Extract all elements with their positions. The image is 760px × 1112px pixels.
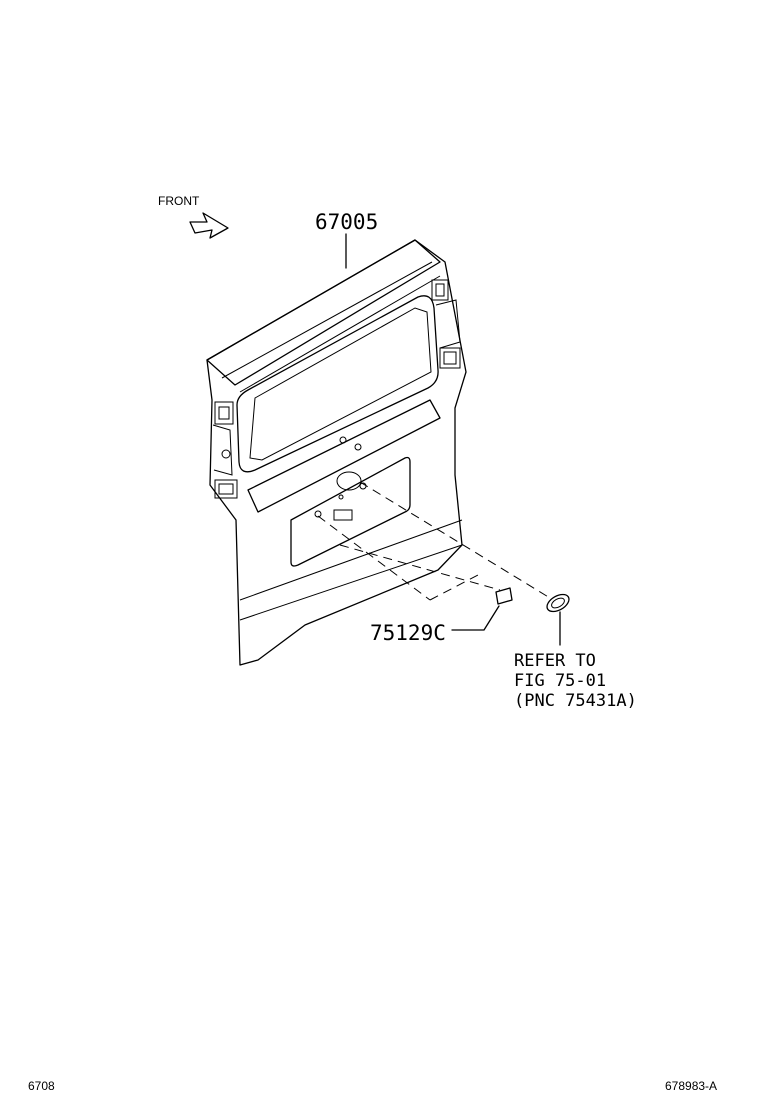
leader-lines <box>317 481 551 601</box>
panel-callout: 67005 <box>315 210 378 269</box>
back-door-panel <box>206 239 467 666</box>
reference-line-3: (PNC 75431A) <box>514 691 637 711</box>
emblem-icon <box>546 593 570 613</box>
clip-icon <box>495 587 513 605</box>
reference-line-2: FIG 75-01 <box>514 671 606 691</box>
page-code: 6708 <box>28 1079 55 1093</box>
front-label: FRONT <box>158 194 200 208</box>
handle-recess <box>247 399 441 513</box>
panel-outline <box>206 239 467 666</box>
emblem-part <box>546 593 570 646</box>
front-arrow: FRONT <box>158 194 229 239</box>
figure-id: 678983-A <box>665 1079 717 1093</box>
rear-window <box>236 295 439 473</box>
license-plate-recess <box>290 456 411 567</box>
left-lamp-area <box>212 401 238 499</box>
right-lamp-area <box>431 279 461 369</box>
panel-part-number: 67005 <box>315 210 378 234</box>
clip-part: 75129C <box>370 587 513 645</box>
spoiler <box>206 239 441 386</box>
reference-line-1: REFER TO <box>514 651 596 671</box>
clip-part-number: 75129C <box>370 621 446 645</box>
reference-note: REFER TO FIG 75-01 (PNC 75431A) <box>514 651 637 711</box>
arrow-icon <box>189 212 229 239</box>
